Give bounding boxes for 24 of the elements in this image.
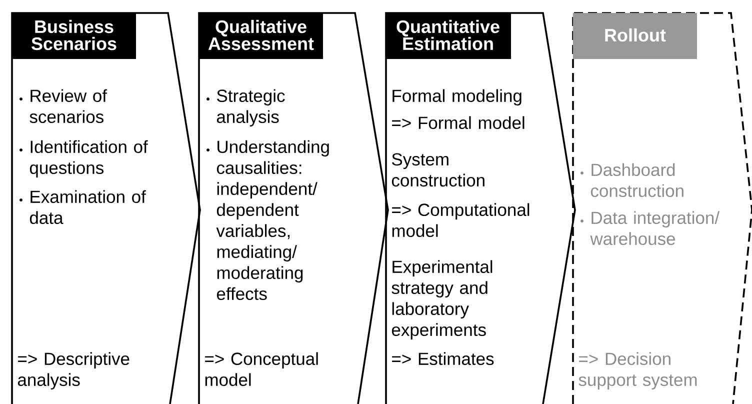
header-band: Rollout [573,13,697,59]
process-step [11,12,201,404]
step-text: => Formal model [392,116,524,130]
list-item: Strategic analysis [216,89,285,127]
result-text: => Decision support system [578,352,697,390]
process-step [572,12,752,404]
header-band: Quantitative Estimation [386,13,511,59]
list-item: Data integration/ warehouse [590,211,720,246]
list-item: Dashboard construction [590,163,684,198]
step-text: System construction [392,153,484,187]
process-step [198,12,389,404]
result-text: => Computational model [392,203,530,238]
header-band: Qualitative Assessment [199,13,323,59]
header-band: Business Scenarios [12,13,136,59]
result-text: => Descriptive analysis [18,352,130,390]
result-text: => Estimates [392,352,494,366]
process-step [385,12,576,404]
step-text: Formal modeling [392,89,522,106]
list-item: Examination of data [30,190,146,224]
list-item: Identification of questions [30,140,148,178]
list-item: Understanding causalities: independent/ dependent variables, mediating/ moderating effects [216,140,329,300]
result-text: => Conceptual model [205,352,318,386]
list-item: Review of scenarios [30,89,108,124]
step-text: Experimental strategy and laboratory experiments [392,260,492,340]
